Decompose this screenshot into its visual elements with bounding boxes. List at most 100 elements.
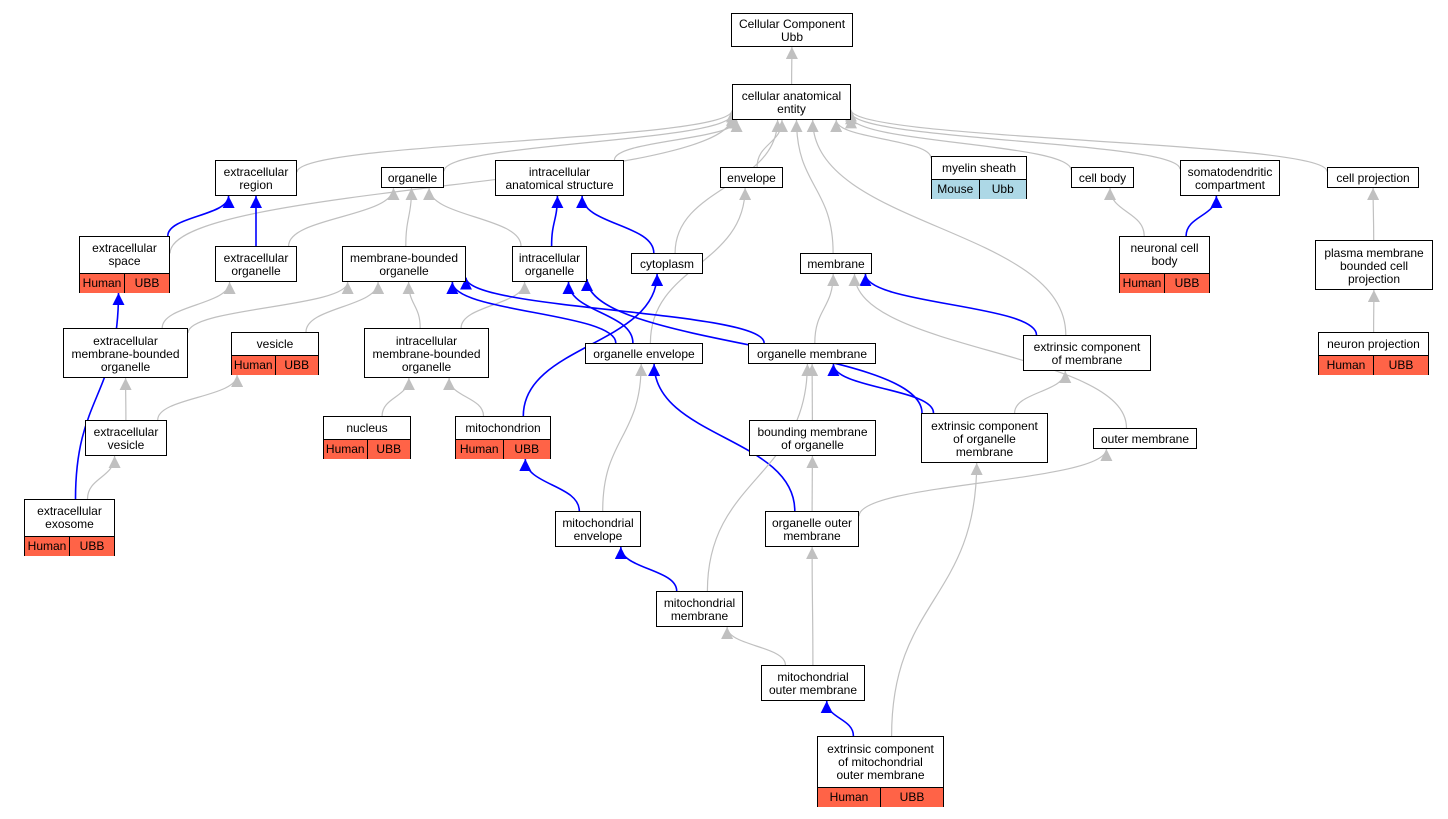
edge-part_of-ncb-to-somato xyxy=(1185,195,1223,237)
node-label-line: nucleus xyxy=(346,420,388,435)
node-orgmem[interactable]: organelle membrane xyxy=(748,343,876,364)
node-label: envelope xyxy=(721,168,782,189)
node-label-line: bounding membrane xyxy=(757,425,868,439)
edge-is_a-membrane-to-cae xyxy=(790,119,834,254)
node-label-line: cellular anatomical xyxy=(741,89,842,103)
edge-is_a-mitooutmem-to-mitomem xyxy=(721,626,786,666)
edge-part_of-orgoutmem-to-orgenv xyxy=(648,363,796,512)
node-label: cytoplasm xyxy=(632,254,702,275)
edge-part_of-ecmom-to-mitooutmem xyxy=(820,700,855,737)
edge-part_of-ecom-to-orgmem xyxy=(827,363,935,414)
node-label-line: projection xyxy=(1347,271,1401,286)
node-label: neuron projection xyxy=(1319,333,1428,355)
node-label-line: organelle xyxy=(387,171,438,185)
edge-is_a-ecom-to-ecm xyxy=(1014,370,1072,414)
node-label: mitochondrion xyxy=(456,417,550,439)
node-label: nucleus xyxy=(324,417,410,439)
node-label-line: mitochondrial xyxy=(663,596,736,610)
node-orgenv[interactable]: organelle envelope xyxy=(585,343,703,364)
node-label-line: extracellular xyxy=(93,425,159,439)
node-label-line: extrinsic component xyxy=(1033,340,1141,354)
node-label-line: extracellular xyxy=(92,241,157,255)
edge-is_a-orgmem-to-membrane xyxy=(814,273,840,344)
node-label-line: mitochondrial xyxy=(562,516,634,530)
node-envelope[interactable]: envelope xyxy=(720,167,783,188)
edge-is_a-organelle-to-cae xyxy=(443,113,738,172)
node-outmem[interactable]: outer membrane xyxy=(1093,428,1197,449)
node-label-line: of membrane xyxy=(1051,353,1123,367)
node-label-line: membrane-bounded xyxy=(372,346,481,361)
node-label-line: intracellular xyxy=(518,251,581,265)
edge-part_of-ecm-to-membrane xyxy=(859,273,1038,336)
gene-tag: UBB xyxy=(502,440,551,459)
node-label: organelle membrane xyxy=(749,344,875,365)
node-label-line: Cellular Component xyxy=(738,17,846,31)
node-label-line: neuron projection xyxy=(1327,336,1420,351)
edge-is_a-orgoutmem-to-outmem xyxy=(858,448,1113,517)
node-label-line: entity xyxy=(777,102,806,116)
node-cellproj[interactable]: cell projection xyxy=(1327,167,1419,188)
node-cytoplasm[interactable]: cytoplasm xyxy=(631,253,703,274)
edge-is_a-ias-to-cae xyxy=(613,119,743,161)
node-membrane[interactable]: membrane xyxy=(800,253,872,274)
edges-layer xyxy=(74,46,1380,737)
node-organelle[interactable]: organelle xyxy=(381,167,444,188)
node-label-line: myelin sheath xyxy=(941,160,1017,175)
node-label-line: organelle xyxy=(379,264,429,278)
node-label: myelin sheath xyxy=(932,157,1026,179)
edge-part_of-icorg-to-ias xyxy=(550,195,564,247)
node-label-line: outer membrane xyxy=(836,767,925,782)
edge-is_a-ecmom-to-ecom xyxy=(891,462,983,737)
edge-is_a-mitoenv-to-orgenv xyxy=(602,363,648,512)
edge-is_a-ecmbo-to-mbo xyxy=(187,281,354,334)
species-tag: Mouse xyxy=(937,182,974,196)
node-label-line: organelle xyxy=(231,264,281,278)
node-cellbody[interactable]: cell body xyxy=(1071,167,1134,188)
node-label-line: outer membrane xyxy=(768,683,858,697)
edge-is_a-exosome-to-ecves xyxy=(86,455,121,500)
node-label-line: extracellular xyxy=(223,165,289,179)
